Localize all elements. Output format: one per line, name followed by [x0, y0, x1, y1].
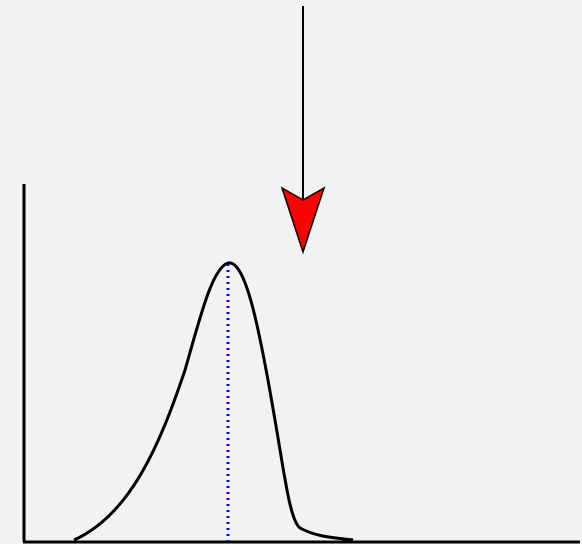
distribution-curve — [73, 261, 354, 542]
arrow-head — [280, 186, 326, 255]
down-arrow-icon — [280, 6, 326, 255]
